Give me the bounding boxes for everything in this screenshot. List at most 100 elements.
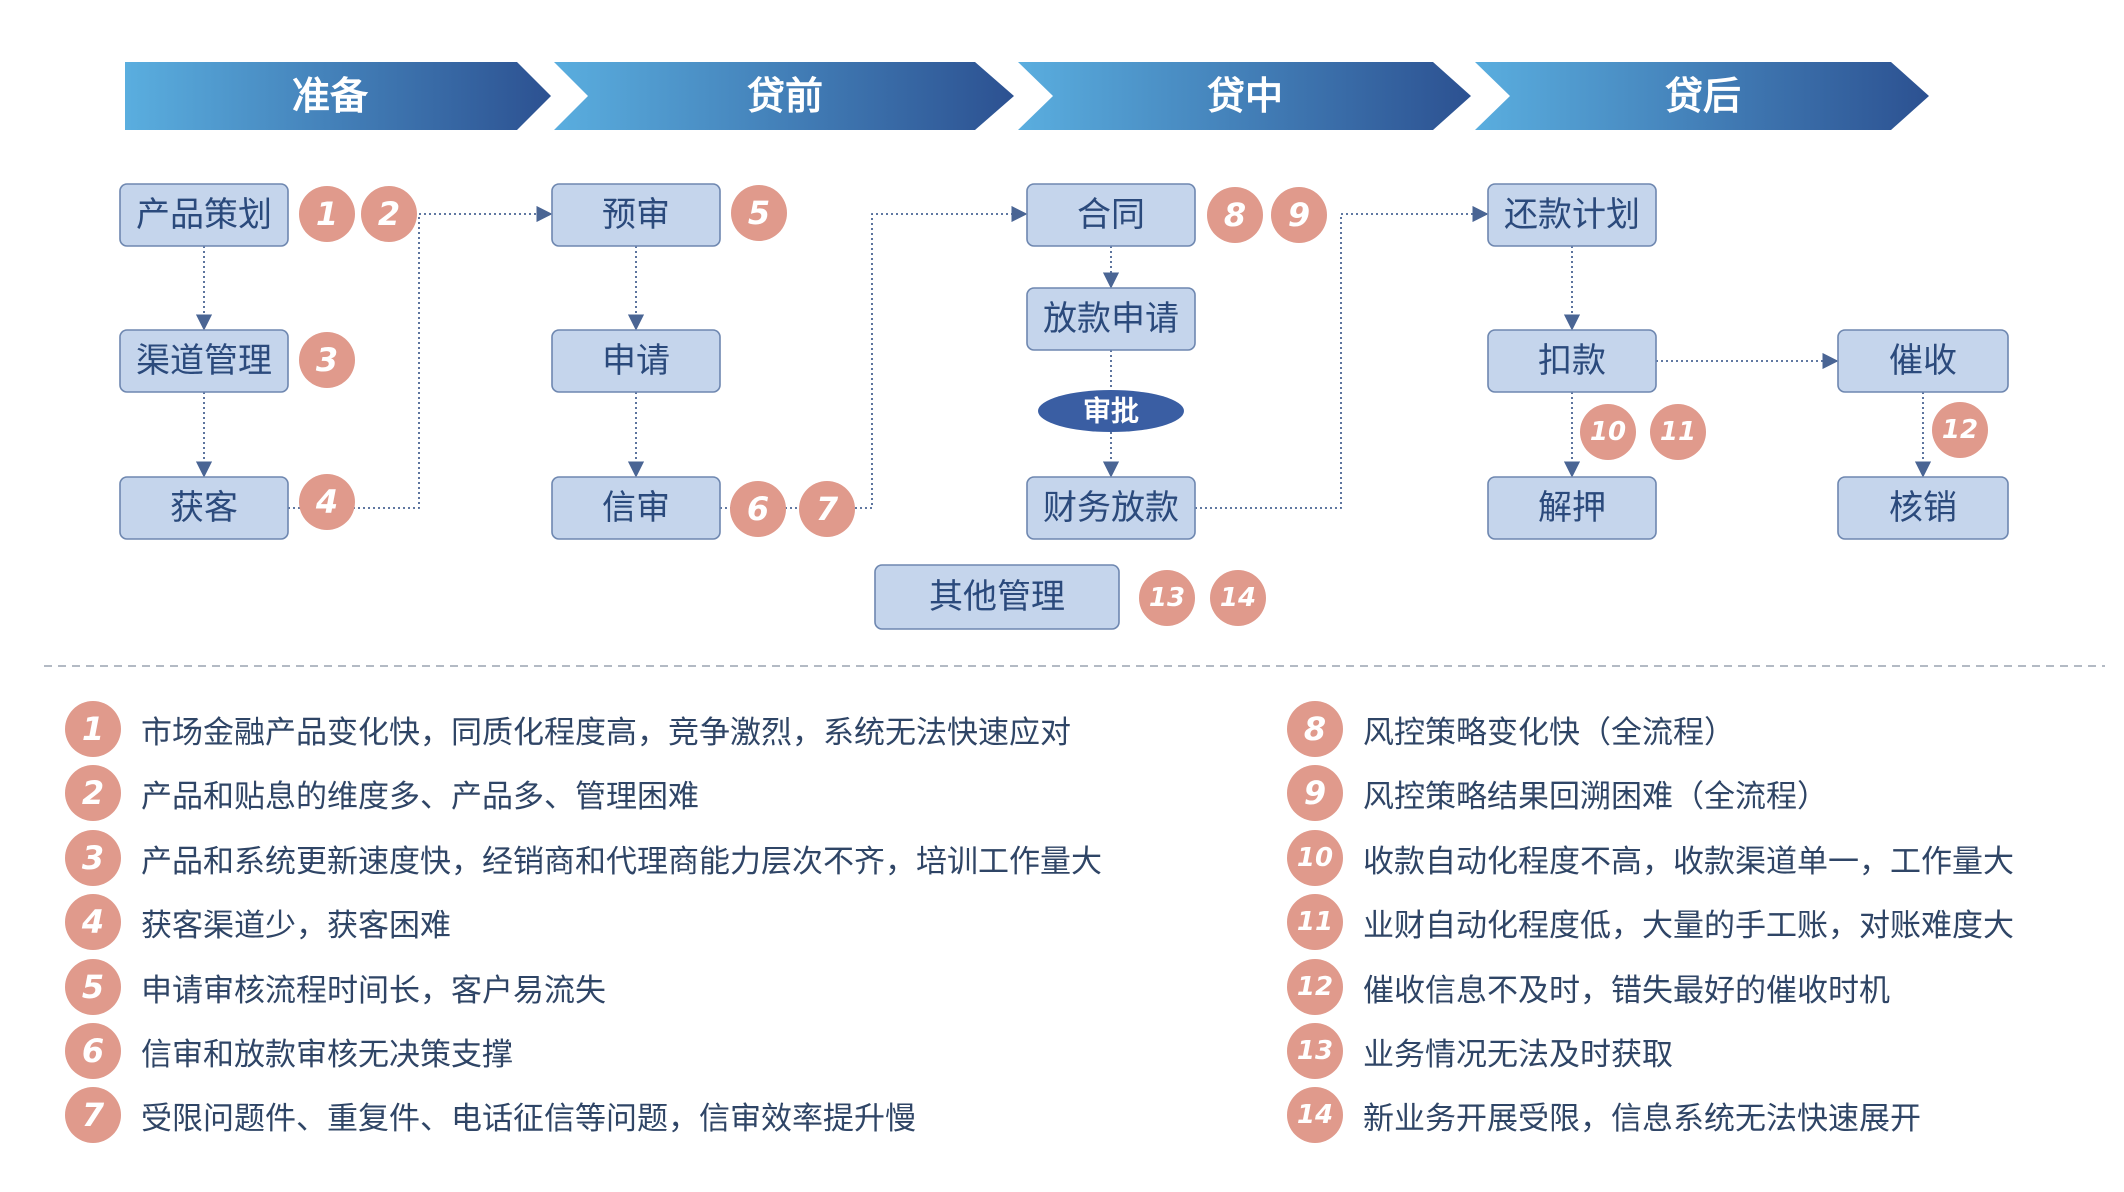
svg-text:7: 7	[816, 490, 839, 528]
node-other-management: 其他管理	[874, 564, 1120, 630]
node-label: 信审	[602, 488, 670, 528]
node-label: 解押	[1538, 488, 1606, 528]
svg-text:4: 4	[315, 483, 338, 521]
issue-text: 产品和系统更新速度快，经销商和代理商能力层次不齐，培训工作量大	[141, 843, 1102, 880]
svg-text:12: 12	[1942, 415, 1978, 445]
issue-number-badge: 3	[65, 829, 121, 886]
stage-arrow-in-loan: 贷中	[1018, 62, 1471, 130]
node-contract: 合同	[1026, 183, 1196, 247]
node-label: 财务放款	[1043, 488, 1179, 528]
connector-creditreview-to-contract	[720, 205, 1028, 509]
node-approval: 审批	[1038, 390, 1184, 432]
node-deduct: 扣款	[1487, 329, 1657, 393]
issue-text: 收款自动化程度不高，收款渠道单一，工作量大	[1363, 843, 2014, 880]
stage-arrow-post-loan: 贷后	[1475, 62, 1929, 130]
node-label: 获客	[170, 488, 238, 528]
node-product-planning: 产品策划	[119, 183, 289, 247]
stage-label-post-loan: 贷后	[1665, 74, 1741, 118]
issue-text: 产品和贴息的维度多、产品多、管理困难	[141, 779, 699, 816]
svg-text:1: 1	[316, 195, 338, 233]
issue-number-badge: 6	[65, 1022, 121, 1079]
svg-text:6: 6	[747, 490, 769, 528]
node-write-off: 核销	[1837, 476, 2009, 540]
issue-number-badge: 1	[65, 701, 121, 757]
badge-10: 10	[1580, 404, 1636, 460]
badge-8: 8	[1207, 187, 1263, 243]
badge-2: 2	[361, 186, 417, 242]
issue-text: 业务情况无法及时获取	[1363, 1036, 1673, 1073]
svg-text:9: 9	[1288, 196, 1310, 234]
node-label: 催收	[1889, 341, 1957, 381]
node-label: 核销	[1889, 488, 1957, 528]
connectors	[195, 205, 1932, 509]
issue-number-badge: 10	[1287, 829, 1343, 886]
stage-arrow-prep: 准备	[125, 62, 551, 130]
issue-text: 信审和放款审核无决策支撑	[141, 1036, 513, 1073]
issue-number-badge: 4	[65, 894, 121, 951]
issue-number-badge: 14	[1287, 1087, 1343, 1144]
node-loan-apply: 放款申请	[1026, 287, 1196, 351]
badge-5: 5	[731, 185, 787, 241]
issue-text: 受限问题件、重复件、电话征信等问题，信审效率提升慢	[141, 1101, 916, 1138]
svg-text:13: 13	[1149, 583, 1185, 613]
svg-text:10: 10	[1590, 417, 1626, 447]
node-label: 扣款	[1538, 341, 1606, 381]
issue-number-badge: 9	[1287, 765, 1343, 822]
node-label: 合同	[1077, 195, 1145, 235]
badge-12: 12	[1932, 402, 1988, 458]
badge-14: 14	[1210, 570, 1266, 626]
node-release: 解押	[1487, 476, 1657, 540]
node-collect: 催收	[1837, 329, 2009, 393]
node-repay-plan: 还款计划	[1487, 183, 1657, 247]
badge-6: 6	[730, 481, 786, 537]
node-label: 渠道管理	[136, 341, 272, 381]
svg-text:3: 3	[316, 341, 338, 379]
svg-text:8: 8	[1224, 196, 1246, 234]
issue-number-badge: 5	[65, 958, 121, 1015]
stage-label-in-loan: 贷中	[1207, 74, 1283, 118]
node-label: 产品策划	[136, 195, 272, 235]
badge-11: 11	[1650, 404, 1706, 460]
badge-13: 13	[1139, 570, 1195, 626]
issue-text: 新业务开展受限，信息系统无法快速展开	[1363, 1101, 1921, 1138]
node-label: 还款计划	[1504, 195, 1640, 235]
issue-number-badge: 12	[1287, 958, 1343, 1015]
stage-arrow-pre-loan: 贷前	[554, 62, 1014, 130]
issue-number-badge: 13	[1287, 1022, 1343, 1079]
issue-number-badge: 8	[1287, 701, 1343, 757]
node-credit-review: 信审	[551, 476, 721, 540]
svg-text:11: 11	[1660, 417, 1696, 447]
node-apply: 申请	[551, 329, 721, 393]
issue-number-badge: 11	[1287, 894, 1343, 951]
issue-number-badge: 2	[65, 765, 121, 822]
issue-text: 风控策略结果回溯困难（全流程）	[1363, 779, 1828, 816]
node-pre-review: 预审	[551, 183, 721, 247]
issue-text: 催收信息不及时，错失最好的催收时机	[1363, 972, 1890, 1009]
svg-text:5: 5	[748, 194, 770, 232]
issue-text: 风控策略变化快（全流程）	[1363, 715, 1735, 751]
node-channel-management: 渠道管理	[119, 329, 289, 393]
node-label: 审批	[1083, 395, 1139, 428]
svg-text:14: 14	[1220, 583, 1256, 613]
issue-number-badge: 7	[65, 1087, 121, 1144]
node-label: 其他管理	[929, 577, 1065, 617]
connector-disbursement-to-repayplan	[1195, 205, 1489, 509]
issue-text: 业财自动化程度低，大量的手工账，对账难度大	[1363, 908, 2014, 945]
badge-7: 7	[799, 481, 855, 537]
issue-text: 市场金融产品变化快，同质化程度高，竞争激烈，系统无法快速应对	[141, 715, 1071, 751]
badge-9: 9	[1271, 187, 1327, 243]
node-disbursement: 财务放款	[1026, 476, 1196, 540]
node-label: 预审	[602, 195, 670, 235]
badge-4: 4	[299, 474, 355, 530]
issue-text: 申请审核流程时间长，客户易流失	[141, 972, 606, 1009]
badge-1: 1	[299, 186, 355, 242]
badge-3: 3	[299, 332, 355, 388]
svg-text:2: 2	[378, 195, 400, 233]
stage-label-prep: 准备	[292, 74, 369, 118]
issue-text: 获客渠道少，获客困难	[141, 908, 451, 945]
node-label: 申请	[602, 341, 670, 381]
node-label: 放款申请	[1043, 299, 1179, 339]
node-acquire-customer: 获客	[119, 476, 289, 540]
